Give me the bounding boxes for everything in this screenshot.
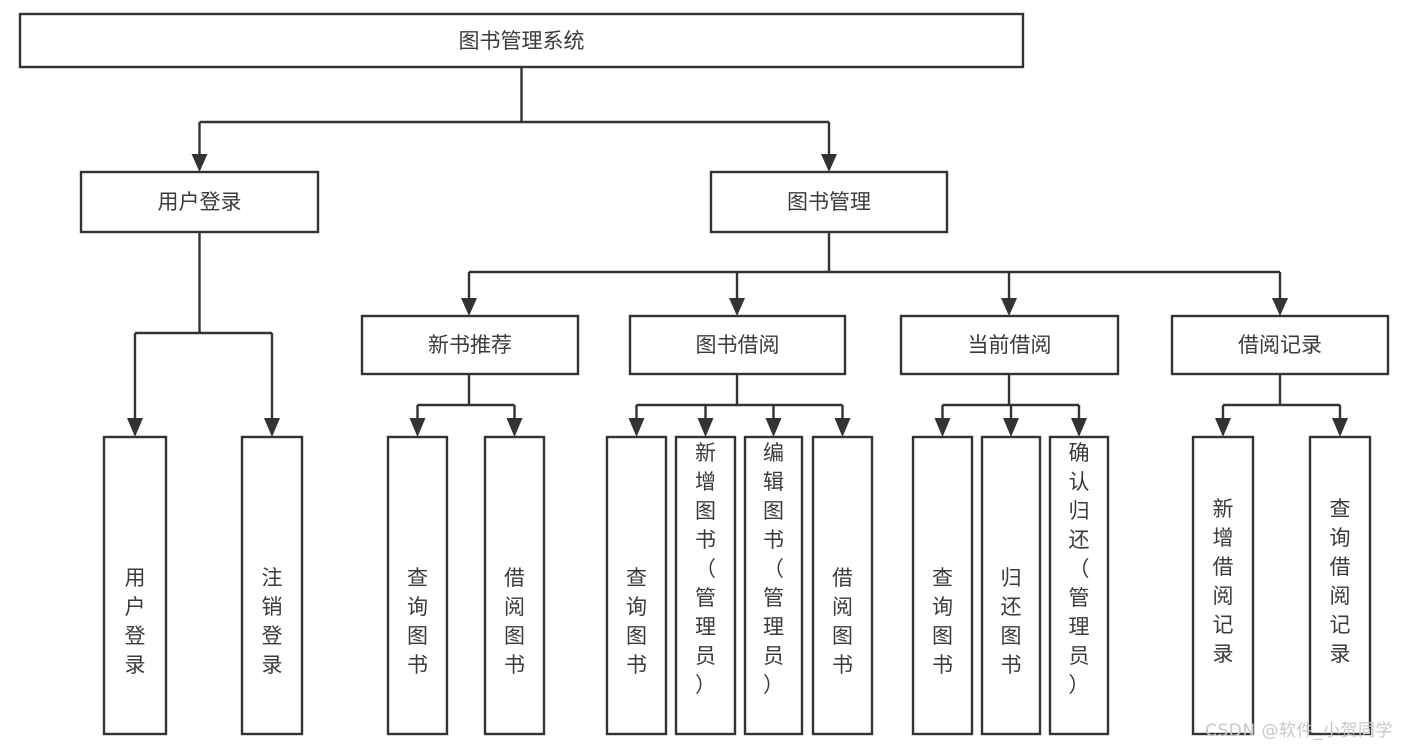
node-borrow-record-box[interactable] (1170, 314, 1390, 376)
arrow-head-leaf-logout (264, 418, 280, 437)
leaf-query-book-g1-label: 查询图书 (407, 566, 428, 677)
leaf-edit-book-admin[interactable]: 编辑图书（管理员） (743, 435, 804, 736)
node-current-borrow-box[interactable] (899, 314, 1120, 376)
node-book-management[interactable]: 图书管理 (709, 170, 949, 234)
connector-layer (127, 67, 1348, 437)
leaf-query-book-g2[interactable]: 查询图书 (605, 435, 668, 736)
arrow-head-group-new-book (461, 298, 477, 316)
arrow-head-g4-leaf-1 (1215, 418, 1231, 437)
leaf-query-borrow-record-label: 查询借阅记录 (1330, 497, 1351, 666)
arrow-head-book-mgmt (821, 154, 837, 172)
arrow-head-g3-leaf-1 (934, 418, 951, 437)
node-book-management-box[interactable] (709, 170, 949, 234)
node-user-login[interactable]: 用户登录 (79, 170, 320, 234)
arrow-head-group-record (1272, 298, 1288, 316)
node-user-login-box[interactable] (79, 170, 320, 234)
leaf-add-borrow-record[interactable]: 新增借阅记录 (1191, 435, 1255, 736)
leaf-return-book-label: 归还图书 (1001, 566, 1022, 677)
node-borrow-record[interactable]: 借阅记录 (1170, 314, 1390, 376)
leaf-logout-box[interactable] (240, 435, 304, 736)
node-root[interactable]: 图书管理系统 (18, 12, 1025, 69)
arrow-head-g1-leaf-2 (506, 418, 523, 437)
leaf-query-book-g1[interactable]: 查询图书 (386, 435, 449, 736)
leaf-borrow-book-g1-label: 借阅图书 (504, 566, 525, 677)
node-book-borrow-box[interactable] (628, 314, 847, 376)
arrow-head-g2-leaf-1 (628, 418, 645, 437)
leaf-add-borrow-record-box[interactable] (1191, 435, 1255, 736)
leaf-query-book-g3[interactable]: 查询图书 (911, 435, 974, 736)
arrow-head-g3-leaf-2 (1003, 418, 1019, 437)
leaf-query-book-g3-box[interactable] (911, 435, 974, 736)
leaf-add-borrow-record-label: 新增借阅记录 (1213, 497, 1234, 666)
arrow-head-g1-leaf-1 (409, 418, 426, 437)
leaf-borrow-book-g2-box[interactable] (811, 435, 874, 736)
leaf-user-login-label: 用户登录 (125, 566, 146, 677)
leaf-query-book-g3-label: 查询图书 (932, 566, 953, 677)
node-new-book-recommend-label: 新书推荐 (428, 333, 512, 357)
leaf-add-book-admin[interactable]: 新增图书（管理员） (674, 435, 737, 736)
arrow-head-user-login (191, 154, 208, 172)
arrow-head-g2-leaf-4 (834, 418, 851, 437)
leaf-user-login[interactable]: 用户登录 (102, 435, 168, 736)
leaf-query-borrow-record-box[interactable] (1308, 435, 1372, 736)
leaf-add-book-admin-box[interactable] (674, 435, 737, 736)
arrow-head-group-borrow (729, 298, 745, 316)
arrow-head-g4-leaf-2 (1332, 418, 1348, 437)
leaf-logout-label: 注销登录 (262, 566, 283, 677)
arrow-head-leaf-user-login (127, 418, 143, 437)
node-current-borrow[interactable]: 当前借阅 (899, 314, 1120, 376)
leaf-confirm-return-admin-box[interactable] (1048, 435, 1110, 736)
node-book-management-label: 图书管理 (787, 190, 871, 214)
leaf-borrow-book-g1-box[interactable] (483, 435, 546, 736)
node-book-borrow-label: 图书借阅 (696, 333, 780, 357)
leaf-confirm-return-admin-label: 确认归还（管理员） (1069, 441, 1090, 697)
leaf-borrow-book-g1[interactable]: 借阅图书 (483, 435, 546, 736)
leaf-add-book-admin-label: 新增图书（管理员） (695, 441, 716, 697)
leaf-confirm-return-admin[interactable]: 确认归还（管理员） (1048, 435, 1110, 736)
node-user-login-label: 用户登录 (158, 190, 242, 214)
arrow-head-g2-leaf-2 (697, 418, 714, 437)
leaf-edit-book-admin-label: 编辑图书（管理员） (763, 441, 784, 697)
leaf-return-book-box[interactable] (980, 435, 1042, 736)
leaf-query-book-g1-box[interactable] (386, 435, 449, 736)
node-book-borrow[interactable]: 图书借阅 (628, 314, 847, 376)
leaf-query-book-g2-box[interactable] (605, 435, 668, 736)
node-new-book-recommend-box[interactable] (360, 314, 580, 376)
leaf-logout[interactable]: 注销登录 (240, 435, 304, 736)
leaf-query-book-g2-label: 查询图书 (626, 566, 647, 677)
arrow-head-group-current (1001, 298, 1017, 316)
leaf-user-login-box[interactable] (102, 435, 168, 736)
leaf-borrow-book-g2[interactable]: 借阅图书 (811, 435, 874, 736)
arrow-head-g2-leaf-3 (765, 418, 782, 437)
node-borrow-record-label: 借阅记录 (1238, 333, 1322, 357)
leaf-edit-book-admin-box[interactable] (743, 435, 804, 736)
leaf-borrow-book-g2-label: 借阅图书 (832, 566, 853, 677)
node-root-label: 图书管理系统 (459, 29, 585, 53)
leaf-layer: 用户登录 注销登录 查询图书 借阅图书 查询图书 新增图书（管理员） (102, 435, 1372, 736)
node-new-book-recommend[interactable]: 新书推荐 (360, 314, 580, 376)
node-current-borrow-label: 当前借阅 (968, 333, 1052, 357)
leaf-query-borrow-record[interactable]: 查询借阅记录 (1308, 435, 1372, 736)
leaf-return-book[interactable]: 归还图书 (980, 435, 1042, 736)
arrow-head-g3-leaf-3 (1071, 418, 1087, 437)
node-root-box[interactable] (18, 12, 1025, 69)
